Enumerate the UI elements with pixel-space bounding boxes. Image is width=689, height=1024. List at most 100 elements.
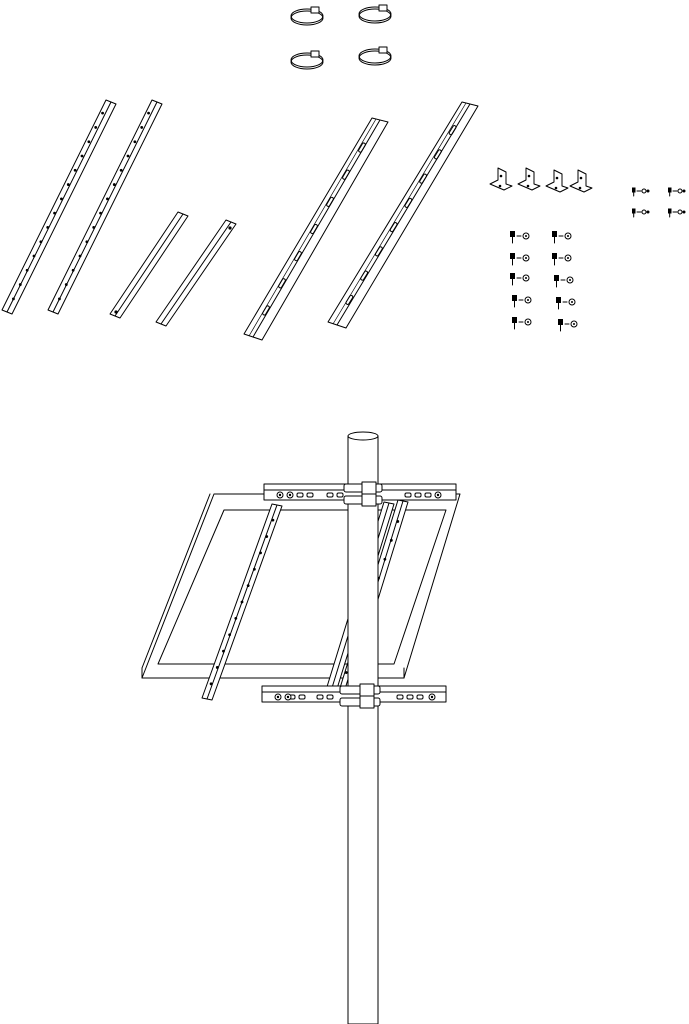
rail-hole [265, 535, 269, 538]
slotted-channel-rail [243, 117, 389, 341]
rail-hole [99, 211, 102, 215]
rail-slot [358, 142, 366, 153]
small-screw-set [632, 208, 650, 218]
small-screw-set [668, 208, 686, 218]
l-bracket [517, 167, 541, 191]
rail-hole [222, 649, 225, 653]
rail-hole [53, 211, 56, 215]
rail-hole [78, 254, 82, 258]
rail-hole [101, 111, 104, 115]
rail-hole [396, 520, 400, 523]
rail-hole [66, 183, 70, 186]
rail-hole [215, 666, 219, 669]
bolt-nut-set [558, 319, 578, 332]
slotted-channel-rail [327, 101, 479, 329]
rail-slot [389, 222, 398, 233]
rail-hole [85, 240, 89, 244]
bracket-slot [296, 492, 304, 498]
rail-hole [119, 168, 123, 172]
bracket-slot [414, 492, 422, 498]
assembled-mount [141, 431, 461, 1024]
rail-slot [448, 125, 457, 136]
l-brackets [489, 167, 593, 193]
bolt-nut-set [512, 317, 532, 330]
rail-hole [126, 154, 130, 158]
rail-hole [271, 518, 275, 522]
rail-slot [345, 294, 354, 305]
rail-hole [133, 140, 137, 144]
short-angle-bar [155, 219, 237, 327]
rail-slot [433, 149, 442, 160]
rail-hole [147, 111, 150, 115]
bracket-slot [424, 492, 432, 498]
rail-hole [64, 283, 68, 286]
bolt-nut-set [554, 275, 574, 288]
rail-hole [92, 226, 96, 229]
short-angle-bar [109, 211, 189, 319]
pole-clamp [343, 493, 383, 507]
rail-slot [419, 173, 428, 184]
bracket-slot [306, 492, 314, 498]
bracket-slot [404, 492, 412, 498]
bracket-slot [406, 694, 414, 700]
rail-hole [12, 297, 15, 301]
rail-hole [389, 538, 393, 542]
rail-slot [294, 251, 302, 262]
hose-clamps [290, 4, 392, 70]
bracket-slot [336, 492, 344, 498]
rail-hole [39, 240, 43, 244]
solar-panel-frame [141, 493, 461, 679]
rail-slot [278, 278, 286, 289]
hose-clamp [358, 46, 392, 66]
l-bracket [489, 167, 513, 191]
bolt-nut-set [552, 253, 572, 266]
rail-hole [73, 168, 77, 172]
rail-hole [80, 154, 84, 158]
l-bracket [569, 169, 593, 193]
hose-clamp [290, 6, 324, 26]
bracket-slot [298, 694, 306, 700]
small-screw-sets [632, 187, 686, 218]
rail-hole [106, 197, 109, 201]
hose-clamp [290, 50, 324, 70]
bolt-nut-set [510, 253, 530, 266]
mounting-pole [347, 431, 379, 1024]
bracket-bolts [274, 491, 442, 701]
rail-slot [342, 169, 350, 180]
rail-hole [246, 584, 250, 588]
rail-slot [326, 196, 334, 207]
rail-slot [310, 223, 318, 235]
bracket-slot [316, 694, 324, 700]
rail-hole [18, 283, 22, 286]
bracket-slot [396, 694, 404, 700]
small-screw-set [668, 187, 686, 197]
rail-hole [94, 126, 98, 129]
bracket-slot [416, 694, 424, 700]
rail-hole [259, 551, 262, 555]
rail-hole [240, 600, 244, 604]
rail-hole [344, 671, 348, 674]
rail-slot [262, 305, 270, 316]
bracket-slot [326, 694, 334, 700]
rail-hole [209, 682, 213, 686]
bolt-nut-set [512, 295, 532, 308]
bracket-slot [326, 492, 334, 498]
rail-slot [374, 246, 383, 257]
bolt-nut-set [510, 231, 530, 244]
bolt-nut-sets [510, 231, 578, 332]
hose-clamp [358, 4, 392, 24]
rail-hole [71, 268, 75, 272]
rail-hole [140, 126, 144, 129]
rail-hole [60, 197, 63, 201]
pole-clamp [339, 683, 381, 697]
bolt-nut-set [510, 273, 530, 286]
rail-hole [58, 297, 61, 301]
rail-hole [32, 254, 36, 258]
rail-hole [112, 183, 116, 186]
rail-hole [87, 140, 91, 144]
small-screw-set [632, 187, 650, 197]
rail-slot [404, 197, 413, 208]
pole-clamp [343, 481, 383, 495]
